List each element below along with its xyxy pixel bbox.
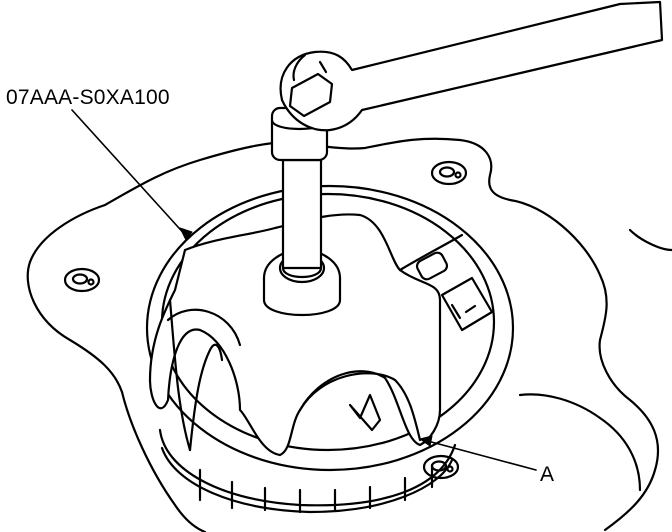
part-a-label: A [540,463,555,486]
mounting-bolt-icon [430,160,468,186]
socket-extension-icon [262,106,342,316]
fuel-pump-locknut-icon [158,428,457,514]
part-a-callout-leader [423,439,537,471]
tank-flange [26,137,672,532]
tool-callout-leader-arrow [179,227,193,241]
tool-number-label: 07AAA-S0XA100 [6,86,170,109]
tool-callout-leader [71,109,189,239]
wrench-icon [279,0,664,132]
mounting-bolt-icon [63,267,101,293]
fuel-pump-locknut-tool-icon [148,213,442,457]
part-a-callout-leader-arrow [419,435,433,447]
electrical-connector-icon [398,233,494,332]
